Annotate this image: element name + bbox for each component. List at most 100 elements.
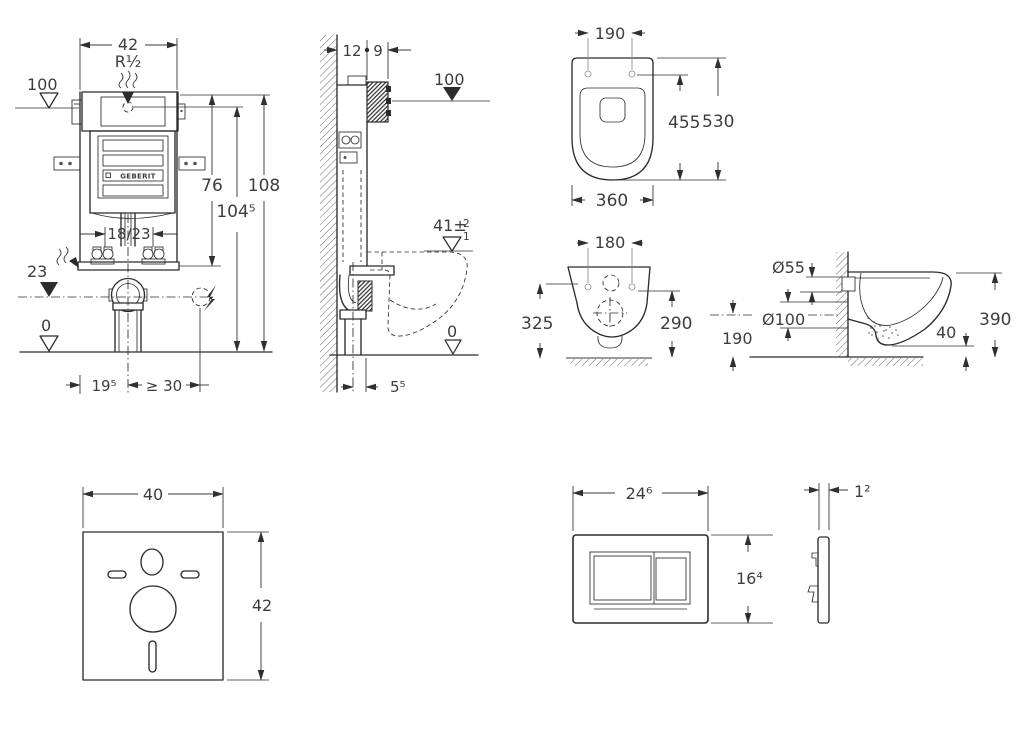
flush-hole-dashed bbox=[602, 274, 620, 292]
dim-plate-thickness-label: 1² bbox=[854, 482, 871, 501]
view-flush-plate-side: 1² bbox=[804, 482, 871, 624]
level-supply-label: 100 bbox=[27, 75, 58, 94]
wall-bracket-left bbox=[53, 156, 81, 171]
floor-rear-view bbox=[566, 357, 652, 366]
seat-hole-left bbox=[584, 70, 592, 78]
view-pan-rear: 180 325 290 bbox=[521, 233, 692, 366]
dim-height-390: 390 bbox=[956, 272, 1011, 358]
dim-frame-width-label: 42 bbox=[118, 35, 138, 54]
seat-hole-right bbox=[628, 70, 636, 78]
dim-frame-width: 42 bbox=[79, 35, 178, 90]
view-cistern-frame-side: 12 9 100 bbox=[320, 34, 490, 396]
plate-hook-bottom bbox=[807, 585, 818, 603]
water-stipple bbox=[865, 317, 899, 340]
cistern-body: GEBERIT bbox=[89, 130, 176, 247]
mat-slot-right bbox=[180, 570, 200, 579]
dim-outlet-depth-label: 5⁵ bbox=[390, 378, 406, 396]
dim-width-360-label: 360 bbox=[596, 191, 628, 211]
dim-mat-height-label: 42 bbox=[252, 596, 272, 615]
dim-width-360: 360 bbox=[571, 185, 654, 211]
dim-height-325: 325 bbox=[521, 283, 578, 359]
dim-flush-dia-55: Ø55 bbox=[772, 258, 842, 305]
dim-depth-530-label: 530 bbox=[702, 112, 734, 132]
pan-height-plus: 2 bbox=[463, 218, 470, 230]
brand-logo-icon bbox=[105, 172, 111, 178]
dim-mat-height: 42 bbox=[227, 531, 272, 681]
dim-depths-12-9: 12 9 bbox=[324, 40, 411, 80]
dim-height-76: 76 bbox=[179, 94, 270, 267]
dim-outlet-min30: ≥ 30 bbox=[146, 377, 209, 395]
dim-bolt-spacing-label: 18/23 bbox=[107, 225, 150, 243]
plate-button-small bbox=[655, 557, 687, 601]
pan-seat-inner bbox=[579, 87, 646, 168]
level-outlet-label: 23 bbox=[27, 262, 47, 281]
supply-thread-label: R½ bbox=[115, 52, 142, 71]
wall-hatch bbox=[320, 35, 337, 392]
dim-outlet-height-190: 190 bbox=[722, 300, 753, 371]
dim-depth-9-label: 9 bbox=[373, 42, 383, 60]
view-pan-top: 190 455 530 360 bbox=[571, 24, 734, 211]
dim-height-325-label: 325 bbox=[521, 314, 553, 334]
dim-hole-spacing-190-label: 190 bbox=[595, 24, 626, 43]
brand-logo-text: GEBERIT bbox=[120, 173, 156, 181]
dim-height-104-label: 104⁵ bbox=[216, 202, 255, 222]
plate-hook-top bbox=[811, 552, 818, 567]
dim-outlet-dia-100: Ø100 bbox=[710, 289, 848, 341]
flush-bend-box bbox=[366, 81, 391, 123]
pan-fixing-hardware bbox=[90, 246, 166, 265]
level-supply-side-label: 100 bbox=[434, 70, 465, 89]
pan-bracket-and-outlet bbox=[338, 262, 395, 392]
flush-inlet-stub bbox=[841, 276, 856, 292]
wall-hatch-side bbox=[836, 252, 848, 357]
dim-depth-12-label: 12 bbox=[342, 42, 361, 60]
dim-plate-width-label: 24⁶ bbox=[626, 484, 653, 503]
dim-flush-dia-label: Ø55 bbox=[772, 258, 805, 277]
dim-outlet-min30-label: ≥ 30 bbox=[146, 377, 182, 395]
mat-outline bbox=[82, 531, 224, 681]
dim-height-108-label: 108 bbox=[248, 176, 280, 196]
dim-hole-spacing-190: 190 bbox=[575, 24, 645, 70]
water-supply-icon bbox=[118, 70, 138, 104]
view-cistern-frame-front: 42 R½ 100 bbox=[15, 35, 280, 395]
dim-depth-530: 530 bbox=[620, 57, 734, 181]
dim-depth-455-label: 455 bbox=[668, 113, 700, 133]
dim-hole-spacing-180: 180 bbox=[577, 233, 643, 283]
level-floor-side-label: 0 bbox=[447, 322, 457, 341]
outlet-elbow bbox=[108, 214, 148, 395]
dim-height-290: 290 bbox=[638, 290, 692, 358]
dim-depth-455: 455 bbox=[637, 74, 700, 181]
supply-connection-mark bbox=[122, 101, 134, 113]
dim-outlet-offset: 19⁵ bbox=[66, 375, 142, 395]
dim-bolt-spacing: 18/23 bbox=[80, 225, 177, 247]
view-flush-plate-front: 24⁶ 16⁴ bbox=[572, 484, 773, 624]
dim-plate-thickness: 1² bbox=[804, 482, 871, 530]
level-floor-0-side: 0 bbox=[329, 322, 479, 356]
pan-height-minus: 1 bbox=[463, 231, 470, 243]
floor-side-view bbox=[749, 356, 924, 366]
mat-hole-top bbox=[140, 548, 164, 576]
dim-height-290-label: 290 bbox=[660, 314, 692, 334]
plate-side-profile bbox=[817, 536, 830, 624]
fixing-hole-right bbox=[628, 283, 636, 291]
level-supply-100: 100 bbox=[15, 75, 79, 109]
dim-outlet-depth: 5⁵ bbox=[341, 358, 406, 396]
view-pan-side: Ø55 Ø100 190 40 bbox=[710, 251, 1011, 371]
dim-height-104: 104⁵ bbox=[134, 106, 256, 352]
dim-height-108: 108 bbox=[248, 94, 280, 352]
pan-height-label: 41± bbox=[433, 216, 467, 235]
pan-top-outline bbox=[571, 57, 654, 181]
pan-outlet-stub bbox=[597, 335, 623, 349]
level-floor-0: 0 bbox=[19, 316, 273, 353]
mat-hole-center bbox=[129, 585, 177, 633]
level-floor-label: 0 bbox=[41, 316, 51, 335]
outlet-hole-dashed bbox=[593, 297, 627, 329]
mat-slot-bottom bbox=[148, 640, 157, 673]
dim-height-76-label: 76 bbox=[201, 176, 223, 196]
dim-outlet-height-label: 190 bbox=[722, 329, 753, 348]
pan-rear-outline bbox=[567, 266, 651, 338]
dim-plate-height-label: 16⁴ bbox=[736, 569, 763, 588]
dim-outlet-offset-label: 19⁵ bbox=[91, 377, 116, 395]
level-supply-100-side: 100 bbox=[392, 70, 490, 102]
dim-mat-width-label: 40 bbox=[143, 485, 163, 504]
